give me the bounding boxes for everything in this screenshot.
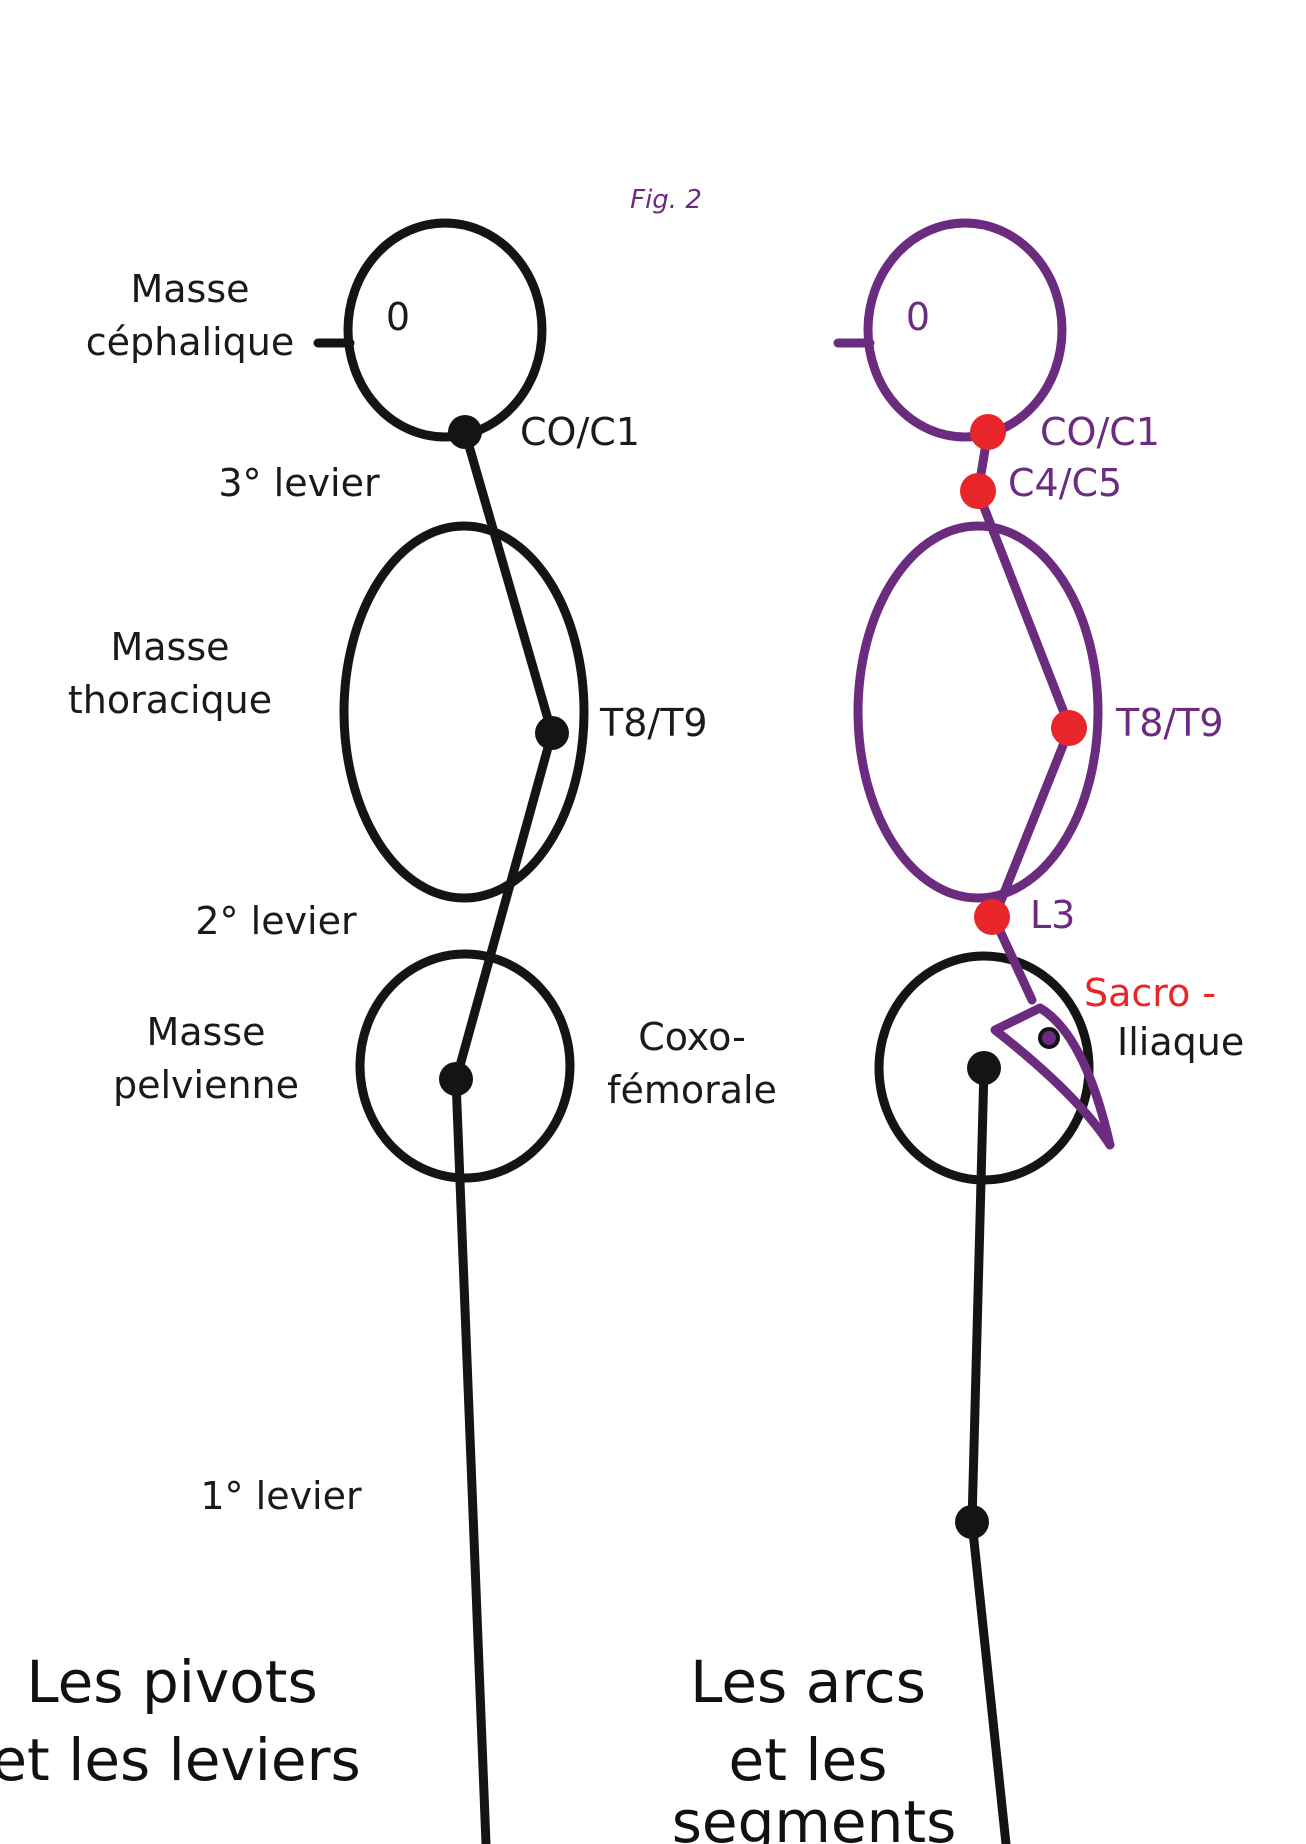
left-caption-line-1: Les pivots bbox=[26, 1648, 317, 1716]
figure-label: Fig. 2 bbox=[630, 185, 702, 215]
left-thorax-label-1: Masse bbox=[110, 625, 229, 669]
right-joint-t8-t9 bbox=[1051, 710, 1087, 746]
left-head-mark: 0 bbox=[386, 295, 410, 339]
left-thorax-label-2: thoracique bbox=[68, 678, 272, 722]
right-head-mark: 0 bbox=[906, 295, 930, 339]
right-caption-line-3: segments bbox=[672, 1788, 957, 1844]
left-head-label-1: Masse bbox=[130, 267, 249, 311]
left-t8-t9-label: T8/T9 bbox=[599, 701, 708, 745]
right-figure: 0 CO/C1 C4/C5 T8/T9 L3 Sacro - Iliaque L… bbox=[672, 218, 1244, 1844]
left-joint-t8-t9 bbox=[535, 716, 569, 750]
right-joint-co-c1 bbox=[970, 414, 1006, 450]
right-l3-label: L3 bbox=[1030, 893, 1075, 937]
right-thorax-ellipse bbox=[853, 521, 1103, 903]
left-head-circle bbox=[343, 218, 547, 442]
left-co-c1-label: CO/C1 bbox=[520, 410, 640, 454]
right-head-circle bbox=[863, 218, 1067, 442]
right-co-c1-label: CO/C1 bbox=[1040, 410, 1160, 454]
right-joint-l3 bbox=[974, 899, 1010, 935]
left-thorax-ellipse bbox=[339, 521, 589, 903]
left-hip-label-1: Coxo- bbox=[638, 1015, 746, 1059]
left-second-lever-label: 2° levier bbox=[195, 899, 357, 943]
left-head-label-2: céphalique bbox=[86, 320, 294, 364]
left-joint-co-c1 bbox=[448, 415, 482, 449]
left-pelvis-label-2: pelvienne bbox=[113, 1063, 299, 1107]
left-pelvis-circle bbox=[355, 949, 575, 1183]
left-joint-hip bbox=[439, 1062, 473, 1096]
right-sacroiliac-joint bbox=[1038, 1027, 1060, 1049]
right-leg-line bbox=[967, 1063, 1011, 1844]
right-joint-c4-c5 bbox=[960, 473, 996, 509]
left-first-lever-label: 1° levier bbox=[200, 1474, 362, 1518]
right-sacro-label: Sacro - bbox=[1084, 971, 1216, 1015]
right-joint-hip bbox=[967, 1051, 1001, 1085]
left-spine-line bbox=[451, 427, 557, 1844]
right-iliaque-label: Iliaque bbox=[1117, 1020, 1244, 1064]
right-caption-line-2: et les bbox=[729, 1726, 888, 1794]
right-caption-line-1: Les arcs bbox=[690, 1648, 926, 1716]
left-pelvis-label-1: Masse bbox=[146, 1010, 265, 1054]
right-joint-knee bbox=[955, 1505, 989, 1539]
right-c4-c5-label: C4/C5 bbox=[1008, 461, 1122, 505]
left-third-lever-label: 3° levier bbox=[218, 461, 380, 505]
right-t8-t9-label: T8/T9 bbox=[1115, 701, 1224, 745]
left-figure: 0 Masse céphalique CO/C1 3° levier Masse… bbox=[0, 218, 777, 1844]
right-sacrum-shape bbox=[990, 1003, 1115, 1150]
left-hip-label-2: fémorale bbox=[607, 1068, 777, 1112]
left-caption-line-2: et les leviers bbox=[0, 1726, 361, 1794]
